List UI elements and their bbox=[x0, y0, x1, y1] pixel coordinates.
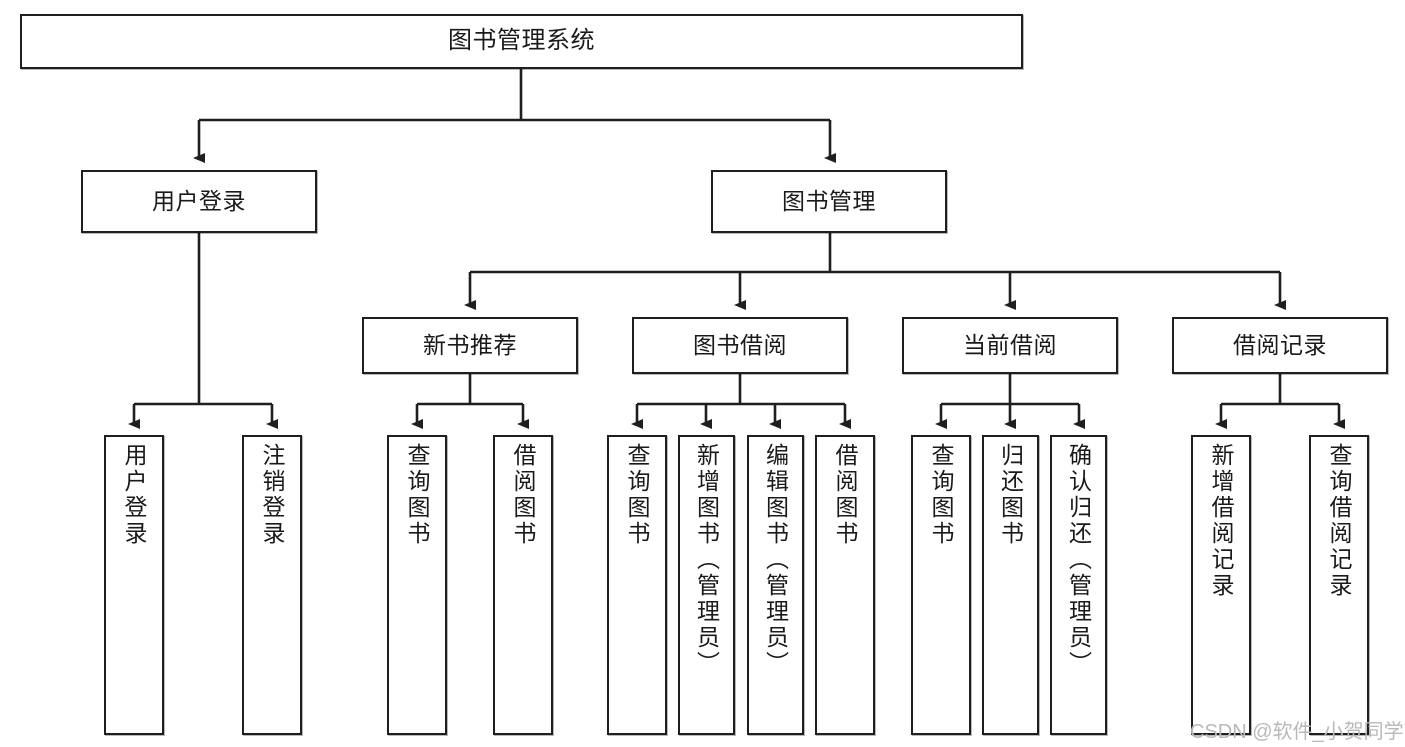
node-label: 新书推荐 bbox=[423, 331, 517, 358]
leaf-borrow-record-add-record[interactable]: 新增借阅记录 bbox=[1191, 435, 1251, 735]
node-label: 用户登录 bbox=[152, 187, 246, 214]
node-book-management[interactable]: 图书管理 bbox=[711, 170, 947, 233]
node-label: 归还图书 bbox=[997, 443, 1024, 547]
node-label: 编辑图书（管理员） bbox=[762, 443, 789, 677]
node-label: 借阅图书 bbox=[832, 443, 859, 547]
node-label: 查询借阅记录 bbox=[1326, 443, 1353, 599]
leaf-new-book-borrow-book[interactable]: 借阅图书 bbox=[493, 435, 553, 735]
node-label: 图书管理 bbox=[782, 187, 876, 214]
leaf-book-borrow-query-book[interactable]: 查询图书 bbox=[607, 435, 667, 735]
node-label: 新增图书（管理员） bbox=[693, 443, 720, 677]
node-label: 新增借阅记录 bbox=[1208, 443, 1235, 599]
node-label: 确认归还（管理员） bbox=[1065, 443, 1092, 677]
node-label: 查询图书 bbox=[624, 443, 651, 547]
node-label: 用户登录 bbox=[121, 443, 148, 547]
node-label: 图书管理系统 bbox=[448, 27, 595, 55]
leaf-user-login-login[interactable]: 用户登录 bbox=[104, 435, 164, 735]
node-new-book-recommend[interactable]: 新书推荐 bbox=[362, 317, 578, 374]
csdn-watermark: CSDN @软件_小贺同学 bbox=[1190, 721, 1404, 743]
node-current-borrow[interactable]: 当前借阅 bbox=[902, 317, 1118, 374]
node-label: 注销登录 bbox=[259, 443, 286, 547]
leaf-current-borrow-confirm-return-admin[interactable]: 确认归还（管理员） bbox=[1050, 435, 1107, 735]
node-label: 借阅图书 bbox=[510, 443, 537, 547]
node-label: 查询图书 bbox=[928, 443, 955, 547]
leaf-book-borrow-borrow-book[interactable]: 借阅图书 bbox=[815, 435, 875, 735]
leaf-new-book-query-book[interactable]: 查询图书 bbox=[387, 435, 447, 735]
node-label: 当前借阅 bbox=[963, 331, 1057, 358]
node-label: 图书借阅 bbox=[693, 331, 787, 358]
node-root-book-management-system[interactable]: 图书管理系统 bbox=[20, 14, 1023, 69]
leaf-current-borrow-query-book[interactable]: 查询图书 bbox=[911, 435, 971, 735]
node-book-borrow[interactable]: 图书借阅 bbox=[632, 317, 848, 374]
leaf-book-borrow-edit-book-admin[interactable]: 编辑图书（管理员） bbox=[747, 435, 804, 735]
leaf-current-borrow-return-book[interactable]: 归还图书 bbox=[982, 435, 1039, 735]
node-borrow-record[interactable]: 借阅记录 bbox=[1172, 317, 1388, 374]
leaf-book-borrow-add-book-admin[interactable]: 新增图书（管理员） bbox=[678, 435, 735, 735]
leaf-user-login-logout[interactable]: 注销登录 bbox=[242, 435, 302, 735]
node-user-login[interactable]: 用户登录 bbox=[81, 170, 317, 233]
node-label: 查询图书 bbox=[404, 443, 431, 547]
node-label: 借阅记录 bbox=[1233, 331, 1327, 358]
leaf-borrow-record-query-record[interactable]: 查询借阅记录 bbox=[1309, 435, 1369, 735]
